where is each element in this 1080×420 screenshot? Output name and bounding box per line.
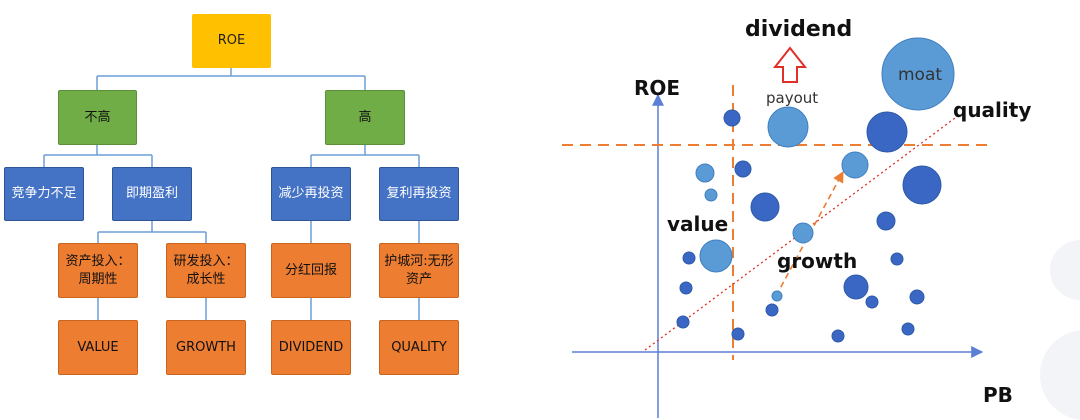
tree-node-asset-investment-cyclical: 资产投入：周期性	[58, 243, 138, 298]
tree-node-moat-intangible: 护城河:无形资产	[379, 243, 459, 298]
bubble	[765, 303, 779, 317]
bubble	[734, 160, 752, 178]
bubble	[704, 188, 718, 202]
bubble	[682, 251, 696, 265]
bubble	[866, 111, 908, 153]
tree-node-high: 高	[325, 90, 405, 145]
tree-leaf-value: VALUE	[58, 320, 138, 375]
bubble	[902, 165, 942, 205]
tree-node-reduce-reinvestment: 减少再投资	[271, 167, 351, 221]
bubble	[843, 274, 869, 300]
tree-leaf-growth: GROWTH	[166, 320, 246, 375]
bubble-moat	[881, 37, 955, 111]
tree-root-roe: ROE	[192, 14, 271, 68]
bubble	[695, 163, 715, 183]
bubble	[792, 222, 814, 244]
bubble	[890, 252, 904, 266]
label-dividend: dividend	[745, 17, 852, 42]
tree-node-dividend-return: 分红回报	[271, 243, 351, 298]
label-value: value	[667, 212, 728, 236]
tree-node-rd-investment-growth: 研发投入：成长性	[166, 243, 246, 298]
bubble	[831, 329, 845, 343]
tree-node-not-high: 不高	[58, 90, 137, 145]
bubble	[750, 192, 780, 222]
x-axis-label: PB	[983, 383, 1013, 407]
bubble	[771, 290, 783, 302]
factor-diagram: ROE PB dividend payout moat quality valu…	[562, 17, 1031, 418]
bubble	[865, 295, 879, 309]
label-payout: payout	[766, 89, 818, 107]
label-quality: quality	[953, 98, 1031, 122]
bubbles	[676, 37, 955, 343]
bubble	[876, 211, 896, 231]
tree-leaf-quality: QUALITY	[379, 320, 459, 375]
label-growth: growth	[777, 249, 857, 273]
tree-node-insufficient-competitiveness: 竞争力不足	[4, 167, 84, 221]
bubble	[909, 289, 925, 305]
bubble	[679, 281, 693, 295]
bubble	[731, 327, 745, 341]
tree-node-compound-reinvestment: 复利再投资	[379, 167, 459, 221]
bubble-payout	[767, 106, 809, 148]
tree-leaf-dividend: DIVIDEND	[271, 320, 351, 375]
bubble	[901, 322, 915, 336]
bubble	[676, 315, 690, 329]
y-axis-label: ROE	[634, 76, 680, 100]
bubble	[841, 151, 869, 179]
dividend-arrow-icon	[772, 46, 808, 83]
tree-connectors	[43, 68, 420, 320]
bubble	[699, 239, 733, 273]
label-moat: moat	[898, 65, 942, 85]
bubble	[723, 109, 741, 127]
tree-node-current-profit: 即期盈利	[112, 167, 192, 221]
